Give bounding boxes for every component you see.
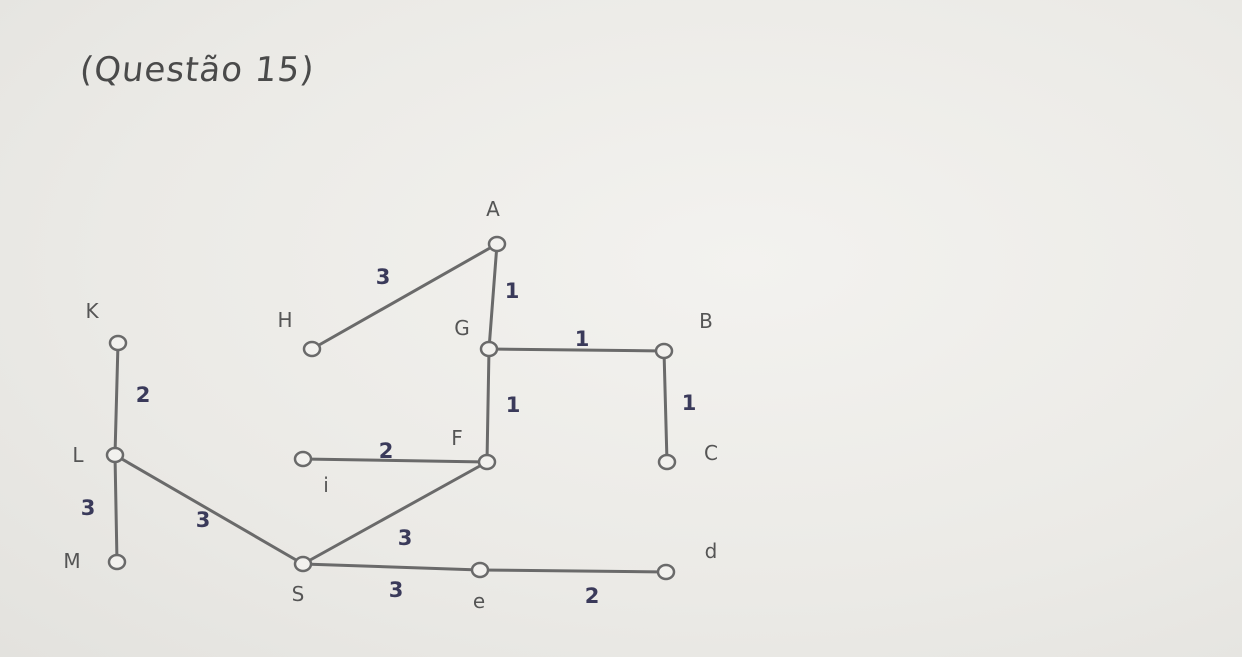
node-label-K: K (85, 299, 99, 323)
node-e (470, 561, 490, 579)
edge-L-S (113, 453, 305, 566)
edge-weight-S-e: 3 (389, 578, 404, 602)
node-M (107, 553, 127, 571)
node-i (293, 450, 313, 468)
node-label-F: F (451, 426, 463, 450)
edge-weight-e-d: 2 (585, 584, 600, 608)
node-label-M: M (63, 549, 80, 573)
edge-weight-G-F: 1 (506, 393, 521, 417)
edge-i-F (301, 457, 489, 464)
edge-weight-A-G: 1 (505, 279, 520, 303)
node-label-e: e (473, 589, 485, 613)
edge-weight-i-F: 2 (379, 439, 394, 463)
node-label-A: A (486, 197, 500, 221)
edge-L-M (113, 453, 119, 564)
node-label-d: d (705, 539, 718, 563)
node-label-i: i (323, 473, 329, 497)
node-L (105, 446, 125, 464)
edge-H-A (310, 242, 499, 351)
node-F (477, 453, 497, 471)
node-S (293, 555, 313, 573)
node-H (302, 340, 322, 358)
node-label-S: S (292, 582, 305, 606)
edge-G-F (485, 347, 491, 464)
node-K (108, 334, 128, 352)
edge-B-C (662, 349, 669, 464)
edges-layer (113, 242, 669, 574)
node-label-C: C (704, 441, 718, 465)
edge-weight-L-S: 3 (196, 508, 211, 532)
node-label-G: G (454, 316, 470, 340)
node-label-B: B (699, 309, 713, 333)
edge-weight-L-M: 3 (81, 496, 96, 520)
node-label-H: H (277, 308, 292, 332)
node-label-L: L (72, 443, 84, 467)
edge-weight-G-B: 1 (575, 327, 590, 351)
node-C (657, 453, 677, 471)
edge-weight-S-F: 3 (398, 526, 413, 550)
edge-weight-K-L: 2 (136, 383, 151, 407)
node-G (479, 340, 499, 358)
edge-weights-layer: 3 1 1 1 1 2 2 3 3 3 3 2 (81, 265, 697, 608)
edge-S-e (301, 562, 482, 572)
node-A (487, 235, 507, 253)
edge-G-B (487, 347, 666, 353)
edge-weight-B-C: 1 (682, 391, 697, 415)
edge-K-L (113, 341, 120, 457)
edge-S-F (301, 460, 489, 566)
node-d (656, 563, 676, 581)
edge-weight-H-A: 3 (376, 265, 391, 289)
nodes-layer (105, 235, 677, 581)
edge-A-G (487, 242, 499, 351)
edge-e-d (478, 568, 668, 574)
node-B (654, 342, 674, 360)
